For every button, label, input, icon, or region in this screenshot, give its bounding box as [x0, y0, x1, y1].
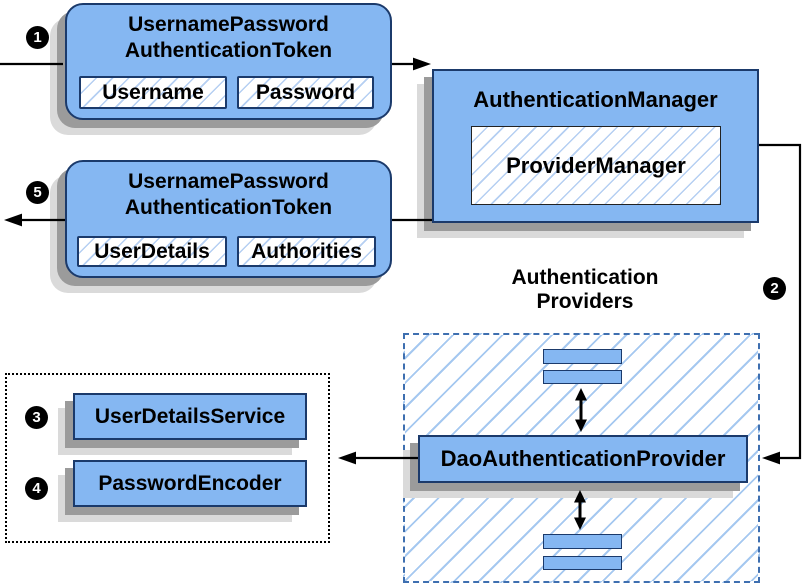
- dao-authentication-provider-label: DaoAuthenticationProvider: [440, 446, 726, 471]
- step-badge-3: 3: [25, 406, 48, 429]
- provider-placeholder-bar: [543, 556, 622, 570]
- step-badge-4-number: 4: [32, 480, 41, 497]
- dao-dependencies-region: [5, 373, 330, 543]
- user-details-service-label: UserDetailsService: [94, 404, 286, 428]
- authentication-providers-heading-line1: Authentication: [511, 266, 659, 289]
- provider-placeholder-bar: [543, 370, 622, 384]
- provider-placeholder-bar: [543, 349, 622, 364]
- request-token-box: UsernamePassword AuthenticationToken Use…: [65, 3, 392, 120]
- provider-placeholder-bar: [543, 534, 622, 549]
- connector-response-out-arrowhead: [4, 213, 22, 227]
- authentication-manager-box: AuthenticationManager ProviderManager: [432, 69, 759, 223]
- authentication-manager-label: AuthenticationManager: [473, 87, 718, 112]
- connector-manager-to-provider-arrowhead: [762, 451, 780, 465]
- provider-manager-box: ProviderManager: [471, 126, 721, 205]
- request-token-title-line2: AuthenticationToken: [124, 39, 333, 62]
- connector-manager-to-provider-line: [759, 143, 802, 460]
- connector-token-to-manager-arrowhead: [413, 57, 431, 71]
- user-details-field-box: UserDetails: [77, 236, 227, 267]
- response-token-box: UsernamePassword AuthenticationToken Use…: [65, 160, 392, 278]
- step-badge-5-number: 5: [33, 184, 42, 201]
- step-badge-1-number: 1: [33, 29, 42, 46]
- dao-authentication-provider-box: DaoAuthenticationProvider: [418, 435, 748, 483]
- password-field-box: Password: [237, 76, 374, 109]
- authentication-providers-heading: Authentication Providers: [450, 266, 720, 314]
- user-details-service-box: UserDetailsService: [73, 393, 307, 440]
- step-badge-1: 1: [26, 26, 49, 49]
- step-badge-3-number: 3: [32, 409, 41, 426]
- step-badge-5: 5: [26, 181, 49, 204]
- response-token-title-line1: UsernamePassword: [128, 170, 329, 193]
- authentication-providers-heading-line2: Providers: [536, 290, 634, 313]
- username-field-box: Username: [79, 76, 227, 109]
- authorities-field-box: Authorities: [237, 236, 376, 267]
- password-field-label: Password: [255, 80, 356, 104]
- request-token-title: UsernamePassword AuthenticationToken: [67, 5, 390, 64]
- connector-provider-to-dependencies-arrowhead: [338, 451, 356, 465]
- username-field-label: Username: [102, 80, 204, 104]
- password-encoder-label: PasswordEncoder: [98, 471, 282, 495]
- authorities-field-label: Authorities: [251, 239, 362, 263]
- request-token-title-line1: UsernamePassword: [128, 13, 329, 36]
- response-token-title: UsernamePassword AuthenticationToken: [67, 162, 390, 221]
- response-token-title-line2: AuthenticationToken: [124, 196, 333, 219]
- step-badge-2: 2: [763, 277, 786, 300]
- step-badge-4: 4: [25, 477, 48, 500]
- user-details-field-label: UserDetails: [94, 239, 210, 263]
- provider-manager-label: ProviderManager: [506, 152, 686, 178]
- step-badge-2-number: 2: [770, 280, 779, 297]
- password-encoder-box: PasswordEncoder: [73, 460, 307, 507]
